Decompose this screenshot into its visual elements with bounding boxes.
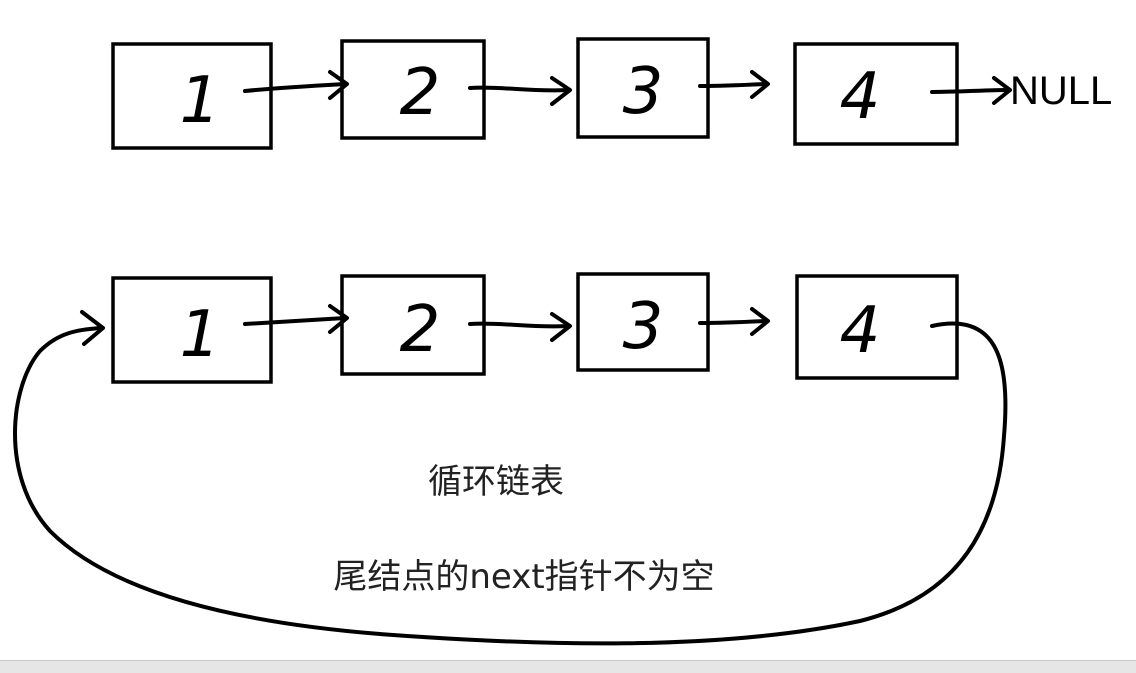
node-box (340, 274, 486, 376)
circular-linked-list: 1 2 3 4 (13, 272, 1008, 646)
list-node: 1 (111, 42, 273, 150)
node-value: 3 (623, 290, 664, 364)
diagram-note: 尾结点的next指针不为空 (333, 557, 714, 597)
diagram-title: 循环链表 (428, 462, 564, 502)
next-arrow (698, 307, 770, 336)
node-box (576, 37, 710, 139)
next-arrow (468, 312, 572, 342)
node-box (793, 42, 959, 146)
list-node: 1 (111, 276, 273, 384)
list-node: 2 (340, 39, 486, 140)
node-box (111, 42, 273, 150)
next-arrow (468, 76, 572, 106)
next-arrow (698, 70, 770, 99)
node-value: 1 (180, 64, 221, 138)
node-value: 3 (623, 55, 664, 129)
bottom-scrollbar (0, 660, 1136, 673)
tail-to-head-arrow (13, 310, 1008, 646)
list-node: 4 (793, 42, 959, 146)
node-box (576, 272, 710, 372)
node-value: 1 (180, 298, 221, 372)
node-value: 4 (840, 60, 881, 134)
next-arrow (243, 304, 349, 334)
node-value: 2 (400, 293, 441, 367)
list-node: 3 (576, 37, 710, 139)
node-value: 4 (840, 294, 881, 368)
node-value: 2 (400, 56, 441, 130)
list-node: 2 (340, 274, 486, 376)
null-terminal: NULL (1010, 69, 1112, 113)
list-node: 3 (576, 272, 710, 372)
node-box (340, 39, 486, 140)
next-arrow (930, 76, 1012, 105)
singly-linked-list: 1 2 3 4 NULL (111, 37, 1112, 150)
node-box (111, 276, 273, 384)
next-arrow (243, 70, 349, 100)
